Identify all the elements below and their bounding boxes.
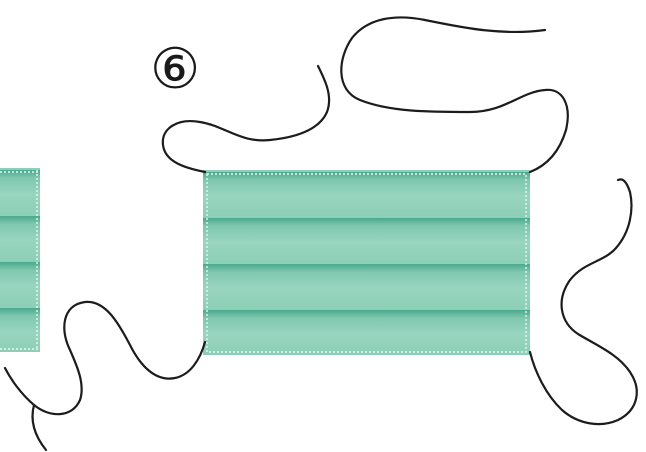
mask-icon — [203, 170, 530, 355]
mask-pleat — [203, 310, 530, 354]
ear-loop-tail — [31, 403, 48, 452]
ear-loop-icon — [3, 16, 638, 452]
ear-loop-bottom-right — [528, 178, 638, 426]
ear-loop-bottom-left — [3, 300, 207, 416]
mask-pleat — [203, 264, 530, 308]
mask-pleat — [203, 172, 530, 216]
step-number: ⑥ — [150, 37, 200, 102]
ear-loop-top-left — [161, 64, 331, 174]
mask-stitching — [206, 173, 527, 353]
ear-loop-top-right — [340, 16, 569, 174]
mask-pleat — [203, 218, 530, 262]
partial-mask-left — [0, 168, 40, 352]
